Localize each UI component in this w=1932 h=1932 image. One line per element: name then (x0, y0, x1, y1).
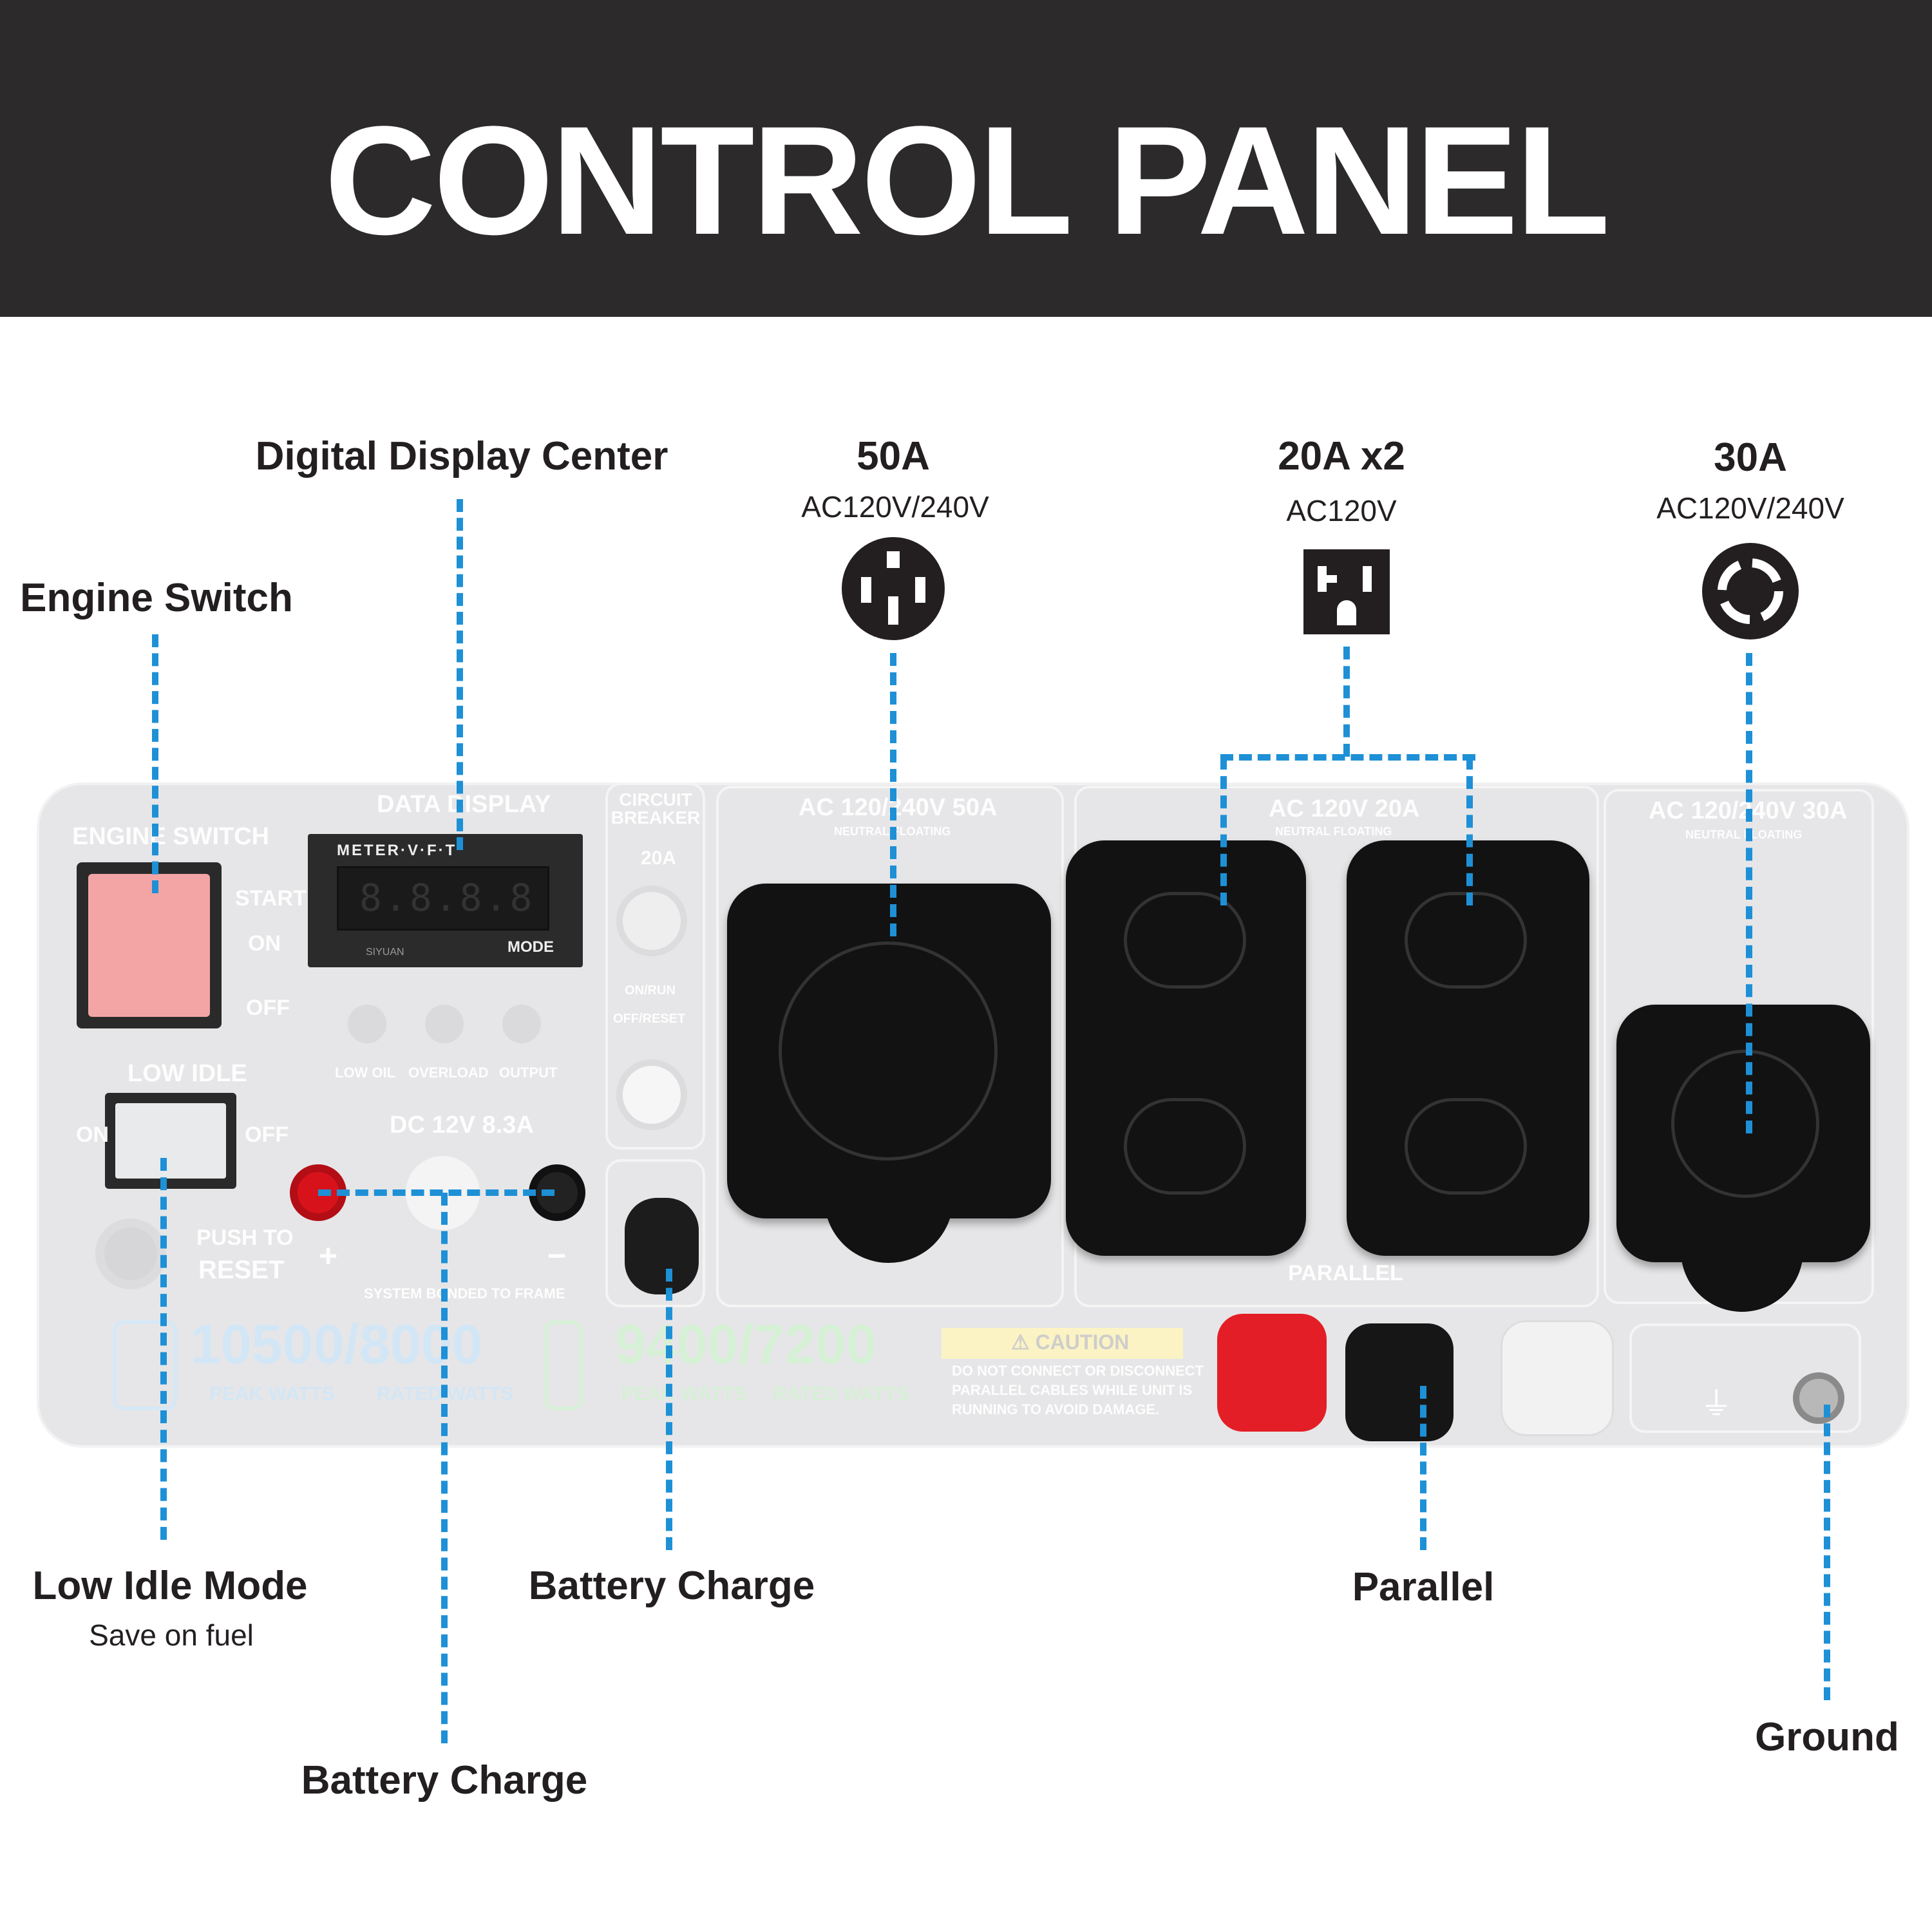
outlet-30a-cover[interactable] (1616, 1005, 1870, 1262)
neutral-floating-label: NEUTRAL FLOATING (1685, 828, 1803, 841)
parallel-black-cap[interactable] (1345, 1323, 1454, 1441)
caution-text-3: RUNNING TO AVOID DAMAGE. (952, 1401, 1160, 1417)
outlet-50a-cover[interactable] (727, 884, 1051, 1218)
propane-tank-icon (544, 1320, 583, 1410)
low-idle-off-label: OFF (245, 1122, 289, 1147)
reset-label: RESET (198, 1256, 285, 1284)
leader-dc-bar (318, 1189, 554, 1196)
propane-rated-label: RATED WATTS (773, 1383, 910, 1405)
leader-20a-bar (1220, 754, 1475, 761)
reset-breaker-button[interactable] (616, 1059, 687, 1130)
callout-battery-charge-usb: Battery Charge (528, 1564, 815, 1608)
propane-peak-label: PEAK WATTS (621, 1383, 747, 1405)
brand-label: SIYUAN (366, 947, 404, 958)
leader-battery-charge-usb (666, 1269, 672, 1550)
header-banner (0, 0, 1932, 317)
leader-20a-left (1220, 757, 1227, 905)
overload-label: OVERLOAD (408, 1065, 489, 1081)
caution-label: ⚠ CAUTION (1011, 1331, 1130, 1354)
gas-pump-icon (113, 1320, 177, 1410)
callout-engine-switch: Engine Switch (20, 576, 293, 620)
output-lamp (502, 1005, 541, 1043)
off-label: OFF (246, 996, 290, 1020)
leader-30a (1746, 653, 1752, 1133)
digital-display: METER·V·F·T 8.8.8.8 MODE SIYUAN (308, 834, 583, 967)
minus-label: − (547, 1238, 567, 1274)
outlet-20a-cover-2[interactable] (1347, 840, 1589, 1256)
leader-battery-charge-dc (441, 1193, 448, 1743)
outlet-20a-cover-1[interactable] (1066, 840, 1306, 1256)
low-oil-lamp (348, 1005, 386, 1043)
callout-50a-voltage: AC120V/240V (801, 490, 989, 524)
callout-50a: 50A (857, 434, 930, 478)
ac-50a-label: AC 120/240V 50A (799, 794, 998, 821)
leader-low-idle (160, 1158, 167, 1540)
leader-ground (1824, 1405, 1830, 1700)
mode-button[interactable]: MODE (507, 938, 554, 956)
display-digits: 8.8.8.8 (359, 876, 535, 920)
callout-battery-charge-dc: Battery Charge (301, 1758, 588, 1803)
gas-watts: 10500/8000 (190, 1314, 483, 1376)
callout-low-idle: Low Idle Mode (32, 1564, 308, 1608)
leader-20a-right (1466, 757, 1473, 905)
on-run-label: ON/RUN (625, 983, 676, 998)
reset-button[interactable] (95, 1218, 166, 1289)
off-reset-label: OFF/RESET (613, 1012, 686, 1026)
callout-ground: Ground (1755, 1715, 1899, 1759)
meter-label: METER·V·F·T (337, 842, 457, 859)
start-label: START (235, 886, 307, 911)
callout-parallel: Parallel (1352, 1565, 1495, 1609)
leader-digital-display (457, 499, 463, 850)
circuit-breaker-label: CIRCUIT BREAKER (611, 790, 701, 828)
propane-watts: 9400/7200 (615, 1314, 877, 1376)
system-bonded-label: SYSTEM BONDED TO FRAME (364, 1285, 565, 1302)
low-idle-switch[interactable] (105, 1093, 236, 1189)
low-idle-on-label: ON (76, 1122, 109, 1147)
leader-parallel (1420, 1386, 1426, 1550)
circuit-breaker-box (605, 782, 705, 1150)
nema-5-20-icon (1303, 549, 1390, 634)
breaker-button[interactable] (616, 886, 687, 956)
overload-lamp (425, 1005, 464, 1043)
l14-30-twistlock-icon (1702, 543, 1799, 639)
output-label: OUTPUT (499, 1065, 558, 1081)
callout-20a-voltage: AC120V (1286, 494, 1397, 527)
engine-switch[interactable] (77, 862, 222, 1028)
low-oil-label: LOW OIL (335, 1065, 396, 1081)
neutral-floating-label: NEUTRAL FLOATING (1275, 825, 1392, 838)
gas-peak-label: PEAK WATTS (209, 1383, 335, 1405)
parallel-red-cap[interactable] (1217, 1314, 1327, 1432)
callout-20a: 20A x2 (1278, 434, 1405, 478)
plus-label: + (319, 1238, 338, 1274)
usb-charge-port[interactable] (625, 1198, 699, 1294)
leader-50a (890, 653, 896, 936)
leader-engine-switch (152, 634, 158, 893)
ac-20a-label: AC 120V 20A (1269, 795, 1420, 822)
page-title: CONTROL PANEL (324, 94, 1610, 267)
ground-box (1629, 1323, 1861, 1433)
parallel-label: PARALLEL (1288, 1261, 1403, 1285)
ground-symbol-icon: ⏚ (1700, 1386, 1732, 1422)
callout-30a: 30A (1714, 435, 1787, 480)
panel-engine-switch-label: ENGINE SWITCH (72, 823, 270, 850)
breaker-amps-label: 20A (641, 848, 677, 869)
leader-20a-stem (1343, 647, 1350, 757)
on-label: ON (248, 931, 281, 956)
caution-text-1: DO NOT CONNECT OR DISCONNECT (952, 1363, 1204, 1379)
callout-30a-voltage: AC120V/240V (1656, 491, 1844, 525)
callout-digital-display: Digital Display Center (255, 434, 668, 478)
push-to-label: PUSH TO (196, 1226, 294, 1250)
dc-output-label: DC 12V 8.3A (390, 1112, 534, 1139)
low-idle-label: LOW IDLE (128, 1060, 247, 1087)
caution-text-2: PARALLEL CABLES WHILE UNIT IS (952, 1382, 1193, 1398)
caution-banner (942, 1328, 1183, 1359)
ground-terminal[interactable] (1793, 1372, 1844, 1424)
usb-box (605, 1159, 705, 1307)
parallel-white-cap[interactable] (1501, 1320, 1614, 1436)
callout-low-idle-sub: Save on fuel (89, 1618, 254, 1652)
nema-14-50-icon (842, 537, 945, 640)
data-display-label: DATA DISPLAY (377, 791, 551, 818)
